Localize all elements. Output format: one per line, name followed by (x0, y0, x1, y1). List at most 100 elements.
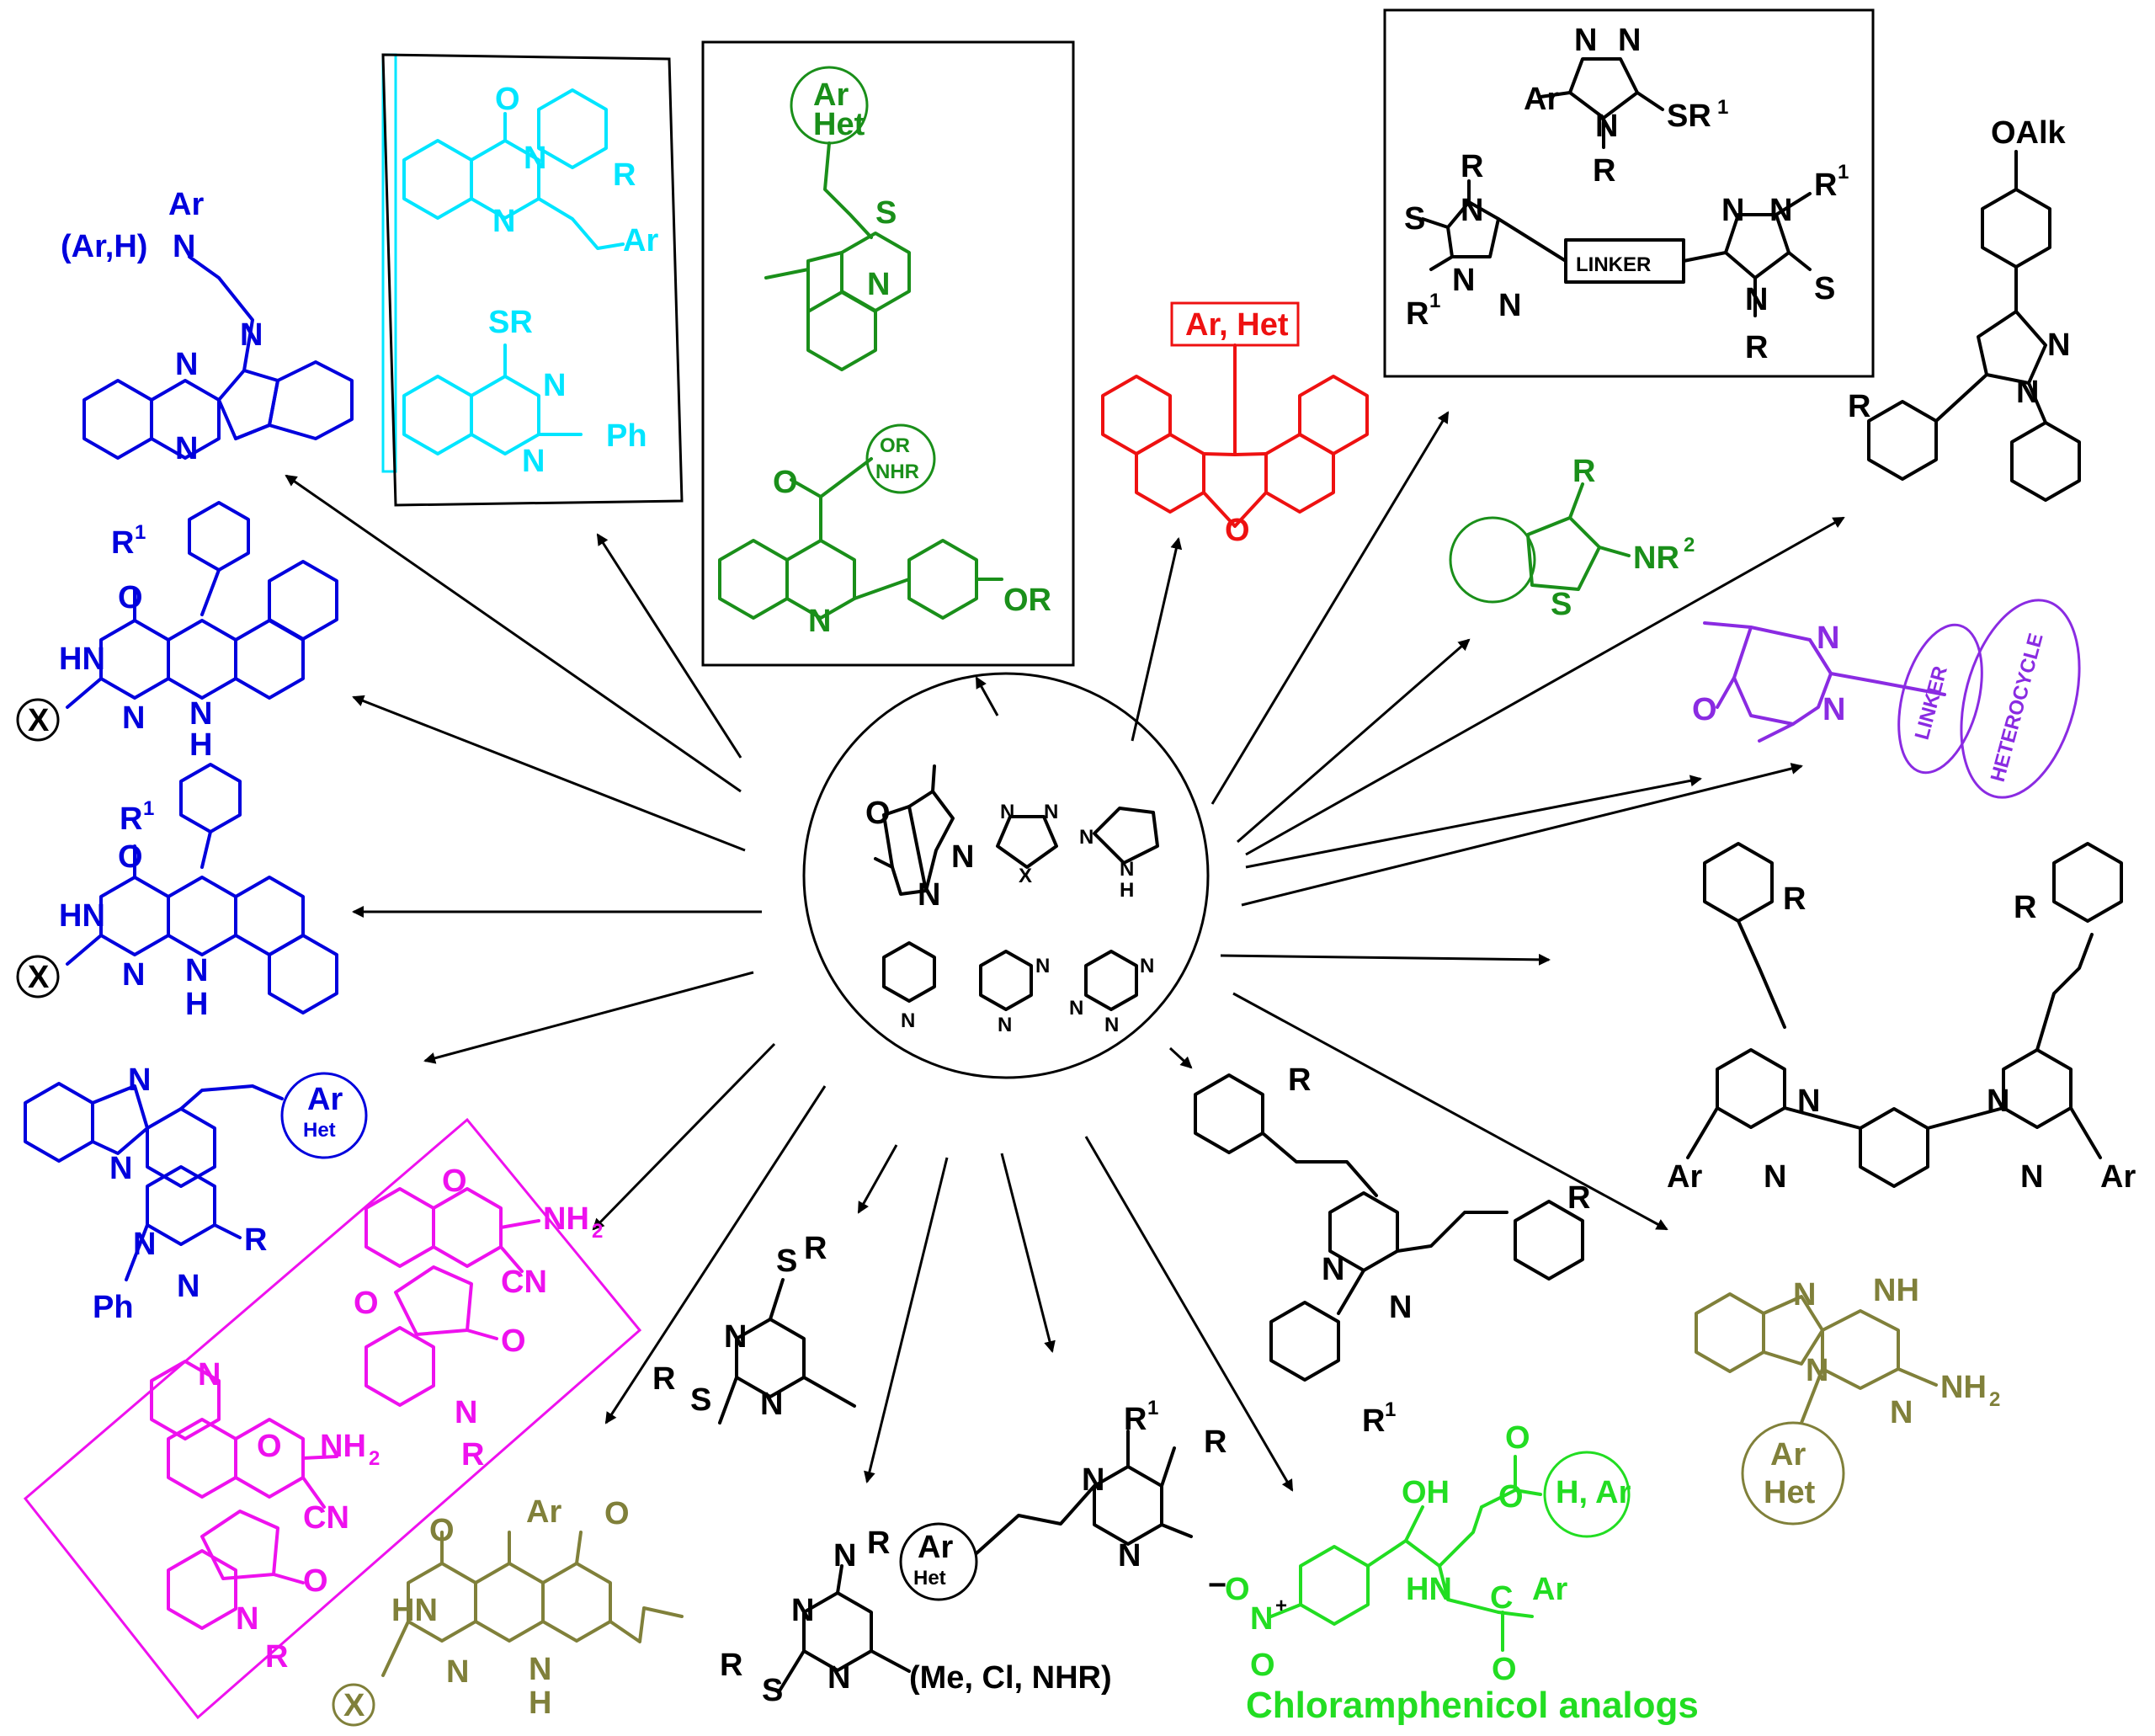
dithio-n2: N (760, 1387, 783, 1422)
core-o: O (865, 796, 891, 831)
bistriaz-r1-right: R (1814, 168, 1837, 203)
quinaz-n1: N (492, 204, 515, 239)
thioquinol-s: S (875, 195, 897, 231)
chloram-har-circle (1543, 1451, 1631, 1538)
quinaz-o: O (495, 82, 520, 117)
arrow-acridinedione (604, 1085, 827, 1424)
quinamide-or: OR (880, 434, 910, 457)
pp2-x: X (28, 960, 50, 995)
vinylpyrimidine: Ar Het R 1 R N N (899, 1397, 1226, 1601)
arrow-bis-styryl-upper (1241, 763, 1803, 907)
vinyl-r1-sup: 1 (1147, 1397, 1158, 1419)
core-triazine-n3: N (1104, 1014, 1119, 1036)
quinaz-n3: N (524, 141, 546, 176)
cage-heterocycle: HETEROCYCLE (1987, 631, 2048, 784)
amino-n: N (833, 1538, 856, 1574)
arrow-triazoles (1211, 411, 1450, 805)
triazole-sr: SR (1667, 99, 1711, 134)
acridine-x: X (343, 1688, 365, 1723)
spiro-box: O NH 2 O CN N O R N O NH 2 CN N O R (23, 1117, 642, 1720)
styryl-r3: R (1362, 1403, 1385, 1439)
indolo-n2: N (175, 431, 198, 466)
indolo-amine-n: N (173, 229, 195, 264)
xanthene-o: O (1225, 513, 1250, 548)
triazole-n4: N (1595, 109, 1618, 144)
core-triazine-n2: N (1069, 997, 1083, 1020)
bistriaz-r1-left: R (1406, 296, 1429, 332)
arrow-dithiopyrimidine (857, 1144, 898, 1214)
core-n1: N (951, 839, 974, 875)
styryl-n2: N (1389, 1290, 1412, 1325)
chloram-o-n: O (1225, 1572, 1250, 1607)
triazole-r: R (1593, 153, 1615, 189)
quinazoline-box-frame (381, 53, 684, 507)
benzimtri-nh2-sub: 2 (1989, 1388, 2000, 1411)
thioquinol-het: Het (813, 107, 865, 142)
quinamide-n: N (808, 604, 831, 639)
spiro-bottom-nq: N (198, 1357, 221, 1393)
styryl-r: R (1288, 1062, 1311, 1098)
vinyl-arhet-circle (899, 1522, 978, 1601)
bisstyryl-n4: N (2020, 1159, 2043, 1195)
bistriaz-r-bottom: R (1745, 330, 1768, 365)
chloram-n: N (1250, 1601, 1273, 1637)
acridine-x-circle (332, 1683, 375, 1727)
pyrazoline-n2: N (2016, 375, 2039, 410)
core-quinuclidine (874, 764, 955, 896)
benzimtri-n3: N (1890, 1395, 1913, 1430)
amino-r: R (867, 1526, 890, 1561)
spiro-bottom-n: N (236, 1601, 258, 1637)
arrows (285, 411, 1845, 1492)
chloram-har: H, Ar (1556, 1475, 1631, 1510)
arrow-purple-cage (1245, 775, 1702, 869)
core-pyrazole-ring (1093, 807, 1159, 865)
acridinedione: Ar O O HN N N H X (332, 1494, 684, 1727)
benzimid-arhet-circle (280, 1072, 368, 1159)
arrow-bis-styryl (1220, 953, 1551, 966)
benzimidazotriazine: N NH N N NH 2 Ar Het (1695, 1273, 2000, 1526)
quinazoline-box: O N N R Ar SR N N Ph (381, 53, 684, 507)
benzimid-n1: N (128, 1062, 151, 1098)
center-core: O N N N N X N N H N N N N N N (802, 672, 1210, 1079)
quinoline-box: Ar Het S N O OR NHR N OR (701, 40, 1075, 667)
dithio-r1: R (804, 1231, 827, 1266)
styryl-r2: R (1567, 1180, 1590, 1216)
core-pyrimidine-ring (979, 950, 1033, 1011)
arrow-pyrazoline (1245, 516, 1845, 856)
arrow-vinylpyrimidine (1000, 1153, 1056, 1353)
vinyl-r: R (1204, 1424, 1226, 1460)
spiro-bottom-o: O (257, 1429, 282, 1464)
acridine-hn: HN (391, 1593, 438, 1628)
cage-o: O (1692, 692, 1717, 727)
pp2-hn: HN (59, 898, 105, 934)
bisstyryl-r-left: R (1783, 881, 1806, 917)
pp1-x: X (28, 703, 50, 738)
benzimid-het: Het (303, 1119, 336, 1142)
amino-r2: R (720, 1648, 742, 1683)
triazole-box: Ar N N N SR 1 R S R N N N R 1 LINKER N N… (1383, 8, 1875, 378)
triazole-n2: N (1618, 23, 1641, 58)
core-pyrazole-nh: N (1120, 858, 1134, 881)
vinyl-het: Het (913, 1567, 946, 1590)
core-circle (802, 672, 1210, 1079)
triazole-box-frame (1383, 8, 1875, 378)
spiro-bottom-cn: CN (303, 1500, 349, 1536)
dithio-r2: R (652, 1361, 675, 1397)
arrow-thiophene (1237, 638, 1471, 844)
amino-n1: N (791, 1593, 814, 1628)
bistriaz-n3: N (1498, 288, 1521, 323)
benzimid-ar: Ar (307, 1082, 343, 1117)
cage-heterocycle-ellipse (1960, 599, 2081, 799)
benzimtri-nh: NH (1873, 1273, 1919, 1308)
thiophene-s: S (1551, 587, 1572, 622)
vinyl-r1: R (1124, 1402, 1147, 1437)
core-pyrimidine-n2: N (998, 1014, 1012, 1036)
spiro-bottom-r: R (265, 1639, 288, 1675)
acridine-nh: N (529, 1652, 551, 1687)
spiro-top-cn: CN (501, 1265, 547, 1300)
chloramphenicol: OH O O HN C Ar O H, Ar − O N + O Chloram… (1208, 1420, 1699, 1726)
spiro-bottom-nh2-sub: 2 (369, 1447, 380, 1470)
core-pyridine-ring (882, 941, 936, 1003)
